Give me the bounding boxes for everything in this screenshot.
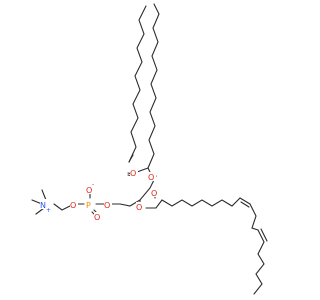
- sn2-ester-o-label: O: [136, 203, 142, 212]
- phosphate-negative-charge: -: [92, 181, 94, 188]
- sn2-chain-mid: [249, 203, 259, 231]
- structure-diagram: O O O O O P O - O O N +: [31, 3, 268, 295]
- nitrogen-bg: [40, 199, 48, 209]
- upper-carbonyl-o-bg: [130, 168, 138, 177]
- phosphate-anion-o-label: O: [86, 186, 92, 195]
- phosphorus-label: P: [86, 201, 91, 210]
- sn2-ester-link: [145, 199, 163, 209]
- choline-o-label: O: [70, 201, 76, 210]
- cis-double-bond-1: [239, 197, 251, 205]
- cis-double-bond-1b: [240, 201, 250, 208]
- n-methyl-1: [41, 189, 47, 201]
- upper-acyl-chain-2: [128, 154, 134, 163]
- cis-double-bond-2b: [260, 228, 268, 242]
- upper-ester-o-label: O: [148, 173, 154, 182]
- phosphorus-bg: [86, 199, 94, 209]
- choline-o-bg: [70, 200, 78, 209]
- phosphate-ester-o-bg: [104, 200, 112, 209]
- upper-carbonyl-o-label: O: [130, 169, 136, 178]
- upper-ester-bond: [136, 167, 149, 173]
- phosphate-anion-o-bg: [86, 185, 94, 194]
- nitrogen-positive-charge: +: [46, 207, 51, 214]
- molecule-canvas: O O O O O P O - O O N +: [31, 3, 268, 295]
- sn2-ester-o-bg: [136, 202, 144, 211]
- sn2-chain-tail: [253, 241, 265, 295]
- choline-chain: [53, 203, 71, 211]
- upper-chain-body: [147, 3, 160, 169]
- cis-double-bond-2: [257, 229, 265, 243]
- sn2-chain-saturated: [161, 197, 241, 207]
- upper-ester-o-bg: [148, 172, 156, 181]
- phosphoryl-o-label: O: [94, 213, 100, 222]
- upper-acyl-chain: [128, 5, 147, 163]
- phosphate-ester-o-label: O: [104, 201, 110, 210]
- phosphoryl-o-bg: [94, 212, 102, 221]
- nitrogen-label: N: [40, 201, 46, 210]
- sn2-carbonyl-o-label: O: [151, 189, 157, 198]
- sn2-carbonyl-o-bg: [151, 188, 159, 197]
